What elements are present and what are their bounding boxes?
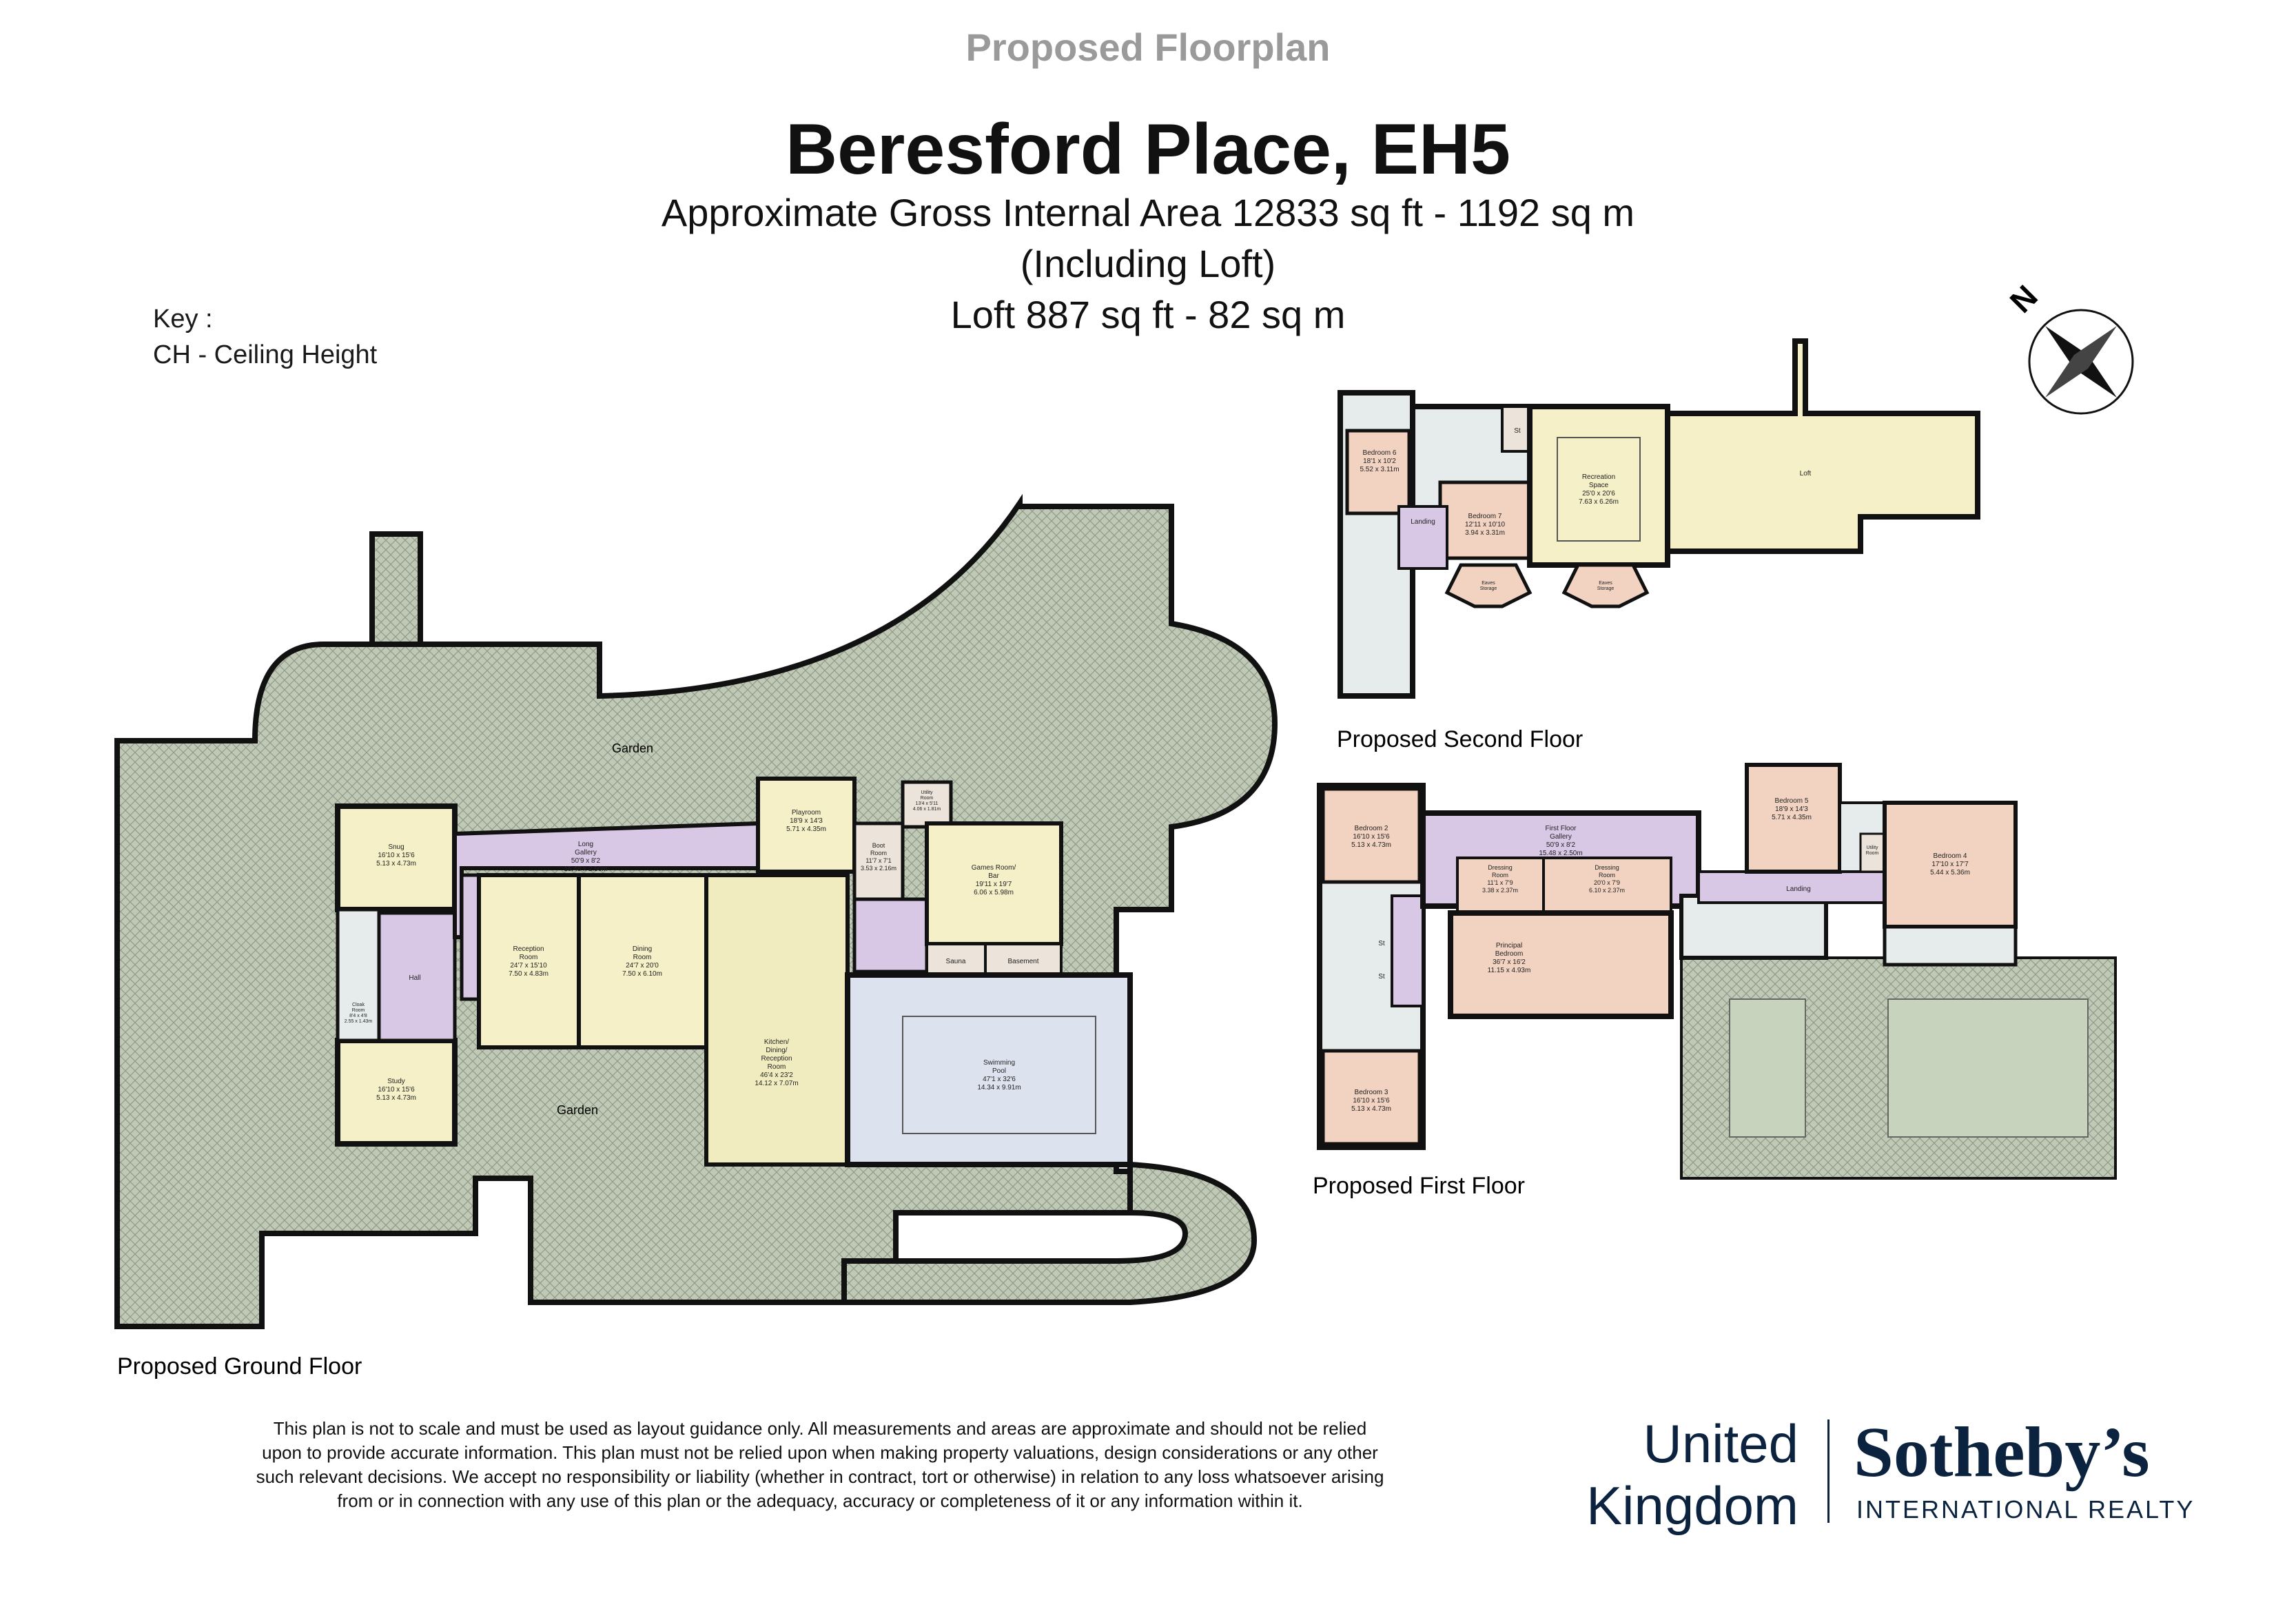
brand-region-line-2: Kingdom bbox=[1586, 1475, 1798, 1536]
compass-ring bbox=[2028, 309, 2134, 415]
pool-terrace bbox=[841, 1161, 1258, 1305]
north-steps bbox=[369, 531, 423, 647]
playroom bbox=[756, 777, 857, 874]
sauna-label: Sauna bbox=[946, 958, 966, 965]
swimming-pool-hall bbox=[845, 972, 1133, 1167]
garden-label-bottom: Garden bbox=[557, 1103, 598, 1117]
bedroom-4 bbox=[1883, 801, 2018, 929]
stair-hall-ground bbox=[852, 897, 929, 974]
second-floor-landing bbox=[1397, 505, 1448, 570]
brand-subtitle: INTERNATIONAL REALTY bbox=[1856, 1495, 2195, 1524]
store-first-2-label: St bbox=[1378, 973, 1385, 981]
key-ceiling-height: CH - Ceiling Height bbox=[153, 340, 378, 369]
garden-label-top: Garden bbox=[612, 741, 653, 755]
west-corridor bbox=[1391, 894, 1424, 1007]
eaves-storage-2 bbox=[1561, 563, 1650, 608]
compass-north-label: N bbox=[2003, 278, 2044, 320]
hall bbox=[377, 911, 457, 1043]
eaves-storage-1 bbox=[1444, 563, 1533, 608]
reception-room bbox=[477, 873, 581, 1049]
loft-area-line: Loft 887 sq ft - 82 sq m bbox=[950, 293, 1346, 336]
bedroom-5 bbox=[1745, 763, 1842, 874]
utility-room-first bbox=[1859, 832, 1886, 873]
study bbox=[335, 1038, 458, 1147]
rooflight-west bbox=[1729, 998, 1806, 1138]
basement-label: Basement bbox=[1007, 958, 1038, 965]
compass-needle-cross bbox=[2045, 326, 2117, 398]
rooflight-east bbox=[1887, 998, 2089, 1138]
second-landing-label: Landing bbox=[1411, 518, 1435, 526]
property-title: Beresford Place, EH5 bbox=[785, 110, 1511, 189]
pool-basin bbox=[902, 1016, 1096, 1134]
loft bbox=[1665, 338, 1980, 554]
recreation-rooflight bbox=[1557, 437, 1641, 542]
bedroom-4-ensuite bbox=[1883, 925, 2018, 967]
first-floor-label: Proposed First Floor bbox=[1313, 1173, 1525, 1199]
ground-floor-plan: Garden Garden bbox=[114, 493, 1278, 1329]
gross-area-line: Approximate Gross Internal Area 12833 sq… bbox=[661, 191, 1635, 234]
store-second-label: St bbox=[1514, 427, 1521, 435]
ground-floor-label: Proposed Ground Floor bbox=[117, 1353, 362, 1380]
key-title: Key : bbox=[153, 305, 213, 334]
header-subtitle: Proposed Floorplan bbox=[965, 25, 1331, 69]
second-floor-label: Proposed Second Floor bbox=[1337, 726, 1583, 752]
utility-room-ground bbox=[901, 780, 953, 829]
brand-region: United Kingdom bbox=[1578, 1413, 1798, 1537]
bedroom-2 bbox=[1321, 787, 1422, 884]
compass: N bbox=[2003, 278, 2134, 415]
games-room-bar bbox=[925, 821, 1063, 946]
bedroom-6 bbox=[1345, 429, 1411, 515]
brand-divider bbox=[1827, 1419, 1829, 1523]
store-first-1-label: St bbox=[1378, 940, 1385, 947]
including-loft-line: (Including Loft) bbox=[1020, 242, 1276, 285]
brand-name: Sotheby’s bbox=[1854, 1413, 2150, 1492]
bedroom-3 bbox=[1321, 1049, 1422, 1146]
brand-region-line-1: United bbox=[1643, 1413, 1798, 1474]
hall-label: Hall bbox=[409, 974, 420, 982]
basement bbox=[984, 943, 1063, 976]
first-landing-label: Landing bbox=[1786, 885, 1811, 893]
dressing-room-2 bbox=[1542, 857, 1672, 914]
principal-ensuite bbox=[1679, 894, 1828, 960]
loft-label: Loft bbox=[1800, 470, 1812, 478]
kitchen-dining-reception bbox=[704, 873, 850, 1167]
dining-room bbox=[577, 873, 708, 1049]
snug bbox=[335, 803, 458, 912]
dressing-room-1 bbox=[1456, 857, 1545, 914]
bedroom-7 bbox=[1438, 480, 1532, 560]
disclaimer-text: This plan is not to scale and must be us… bbox=[256, 1418, 1384, 1511]
principal-bedroom bbox=[1448, 910, 1674, 1019]
